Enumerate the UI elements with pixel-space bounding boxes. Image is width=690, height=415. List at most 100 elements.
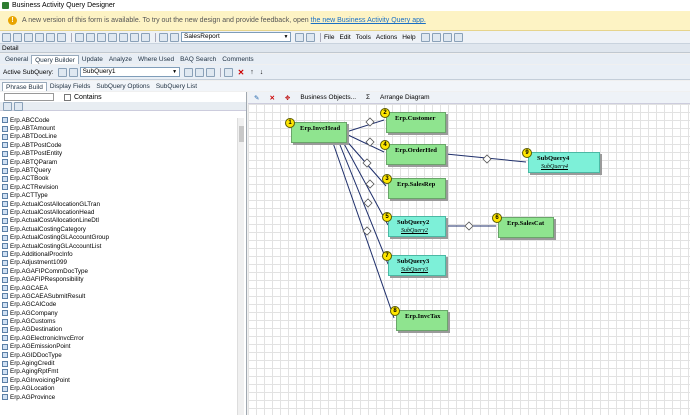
table-list-item[interactable]: Erp.ActualCostAllocationHead <box>2 208 236 216</box>
vertical-scrollbar[interactable] <box>237 118 244 415</box>
table-list-item[interactable]: Erp.Adjustment1099 <box>2 259 236 267</box>
link-icon[interactable]: ✎ <box>254 94 260 102</box>
table-list-item[interactable]: Erp.AdditionalProcInfo <box>2 250 236 258</box>
business-objects-button[interactable]: Business Objects... <box>300 94 356 101</box>
undo-icon[interactable] <box>97 32 106 42</box>
contains-checkbox[interactable] <box>64 93 71 101</box>
forward-icon[interactable] <box>431 32 441 42</box>
table-list-item[interactable]: Erp.ABTPostEntity <box>2 150 236 158</box>
tab-update[interactable]: Update <box>81 56 103 63</box>
table-node[interactable]: Erp.SalesRep <box>388 178 446 199</box>
options-icon[interactable] <box>453 32 463 42</box>
table-filter-input[interactable] <box>4 93 54 101</box>
save-icon[interactable] <box>13 32 22 42</box>
sum-icon[interactable]: Σ <box>366 94 371 101</box>
next-subquery-icon[interactable] <box>183 67 193 77</box>
menu-help[interactable]: Help <box>402 33 416 41</box>
table-list-item[interactable]: Erp.ABCCode <box>2 116 236 124</box>
table-list-item[interactable]: Erp.ACTBook <box>2 175 236 183</box>
table-list-item[interactable]: Erp.ACTType <box>2 192 236 200</box>
move-icon[interactable]: ✥ <box>284 94 291 102</box>
menu-edit[interactable]: Edit <box>339 33 351 41</box>
next-record-icon[interactable] <box>295 32 304 42</box>
tab-display-fields[interactable]: Display Fields <box>49 83 91 90</box>
table-list-item[interactable]: Erp.AGProvince <box>2 393 236 401</box>
tab-where-used[interactable]: Where Used <box>137 56 175 63</box>
delete-subquery-icon[interactable]: ✕ <box>237 67 245 77</box>
menu-tools[interactable]: Tools <box>355 33 371 41</box>
print-icon[interactable] <box>119 32 128 42</box>
table-node[interactable]: Erp.OrderHed <box>386 144 446 165</box>
table-list-item[interactable]: Erp.AGAFIPCommDocType <box>2 267 236 275</box>
query-select[interactable]: SalesReport ▼ <box>181 32 291 42</box>
move-up-icon[interactable]: ↑ <box>250 68 254 76</box>
node-subquery-link[interactable]: SubQuery3 <box>401 267 428 273</box>
table-list-item[interactable]: Erp.ActualCostAllocationLineDtl <box>2 217 236 225</box>
tab-analyze[interactable]: Analyze <box>108 56 132 63</box>
tab-subquery-options[interactable]: SubQuery Options <box>96 83 150 90</box>
last-record-icon[interactable] <box>306 32 315 42</box>
tab-phrase-build[interactable]: Phrase Build <box>2 82 47 91</box>
table-list-item[interactable]: Erp.AGInvoicingPoint <box>2 376 236 384</box>
table-list-item[interactable]: Erp.AGCAEA <box>2 284 236 292</box>
table-list-item[interactable]: Erp.AGCAEASubmitResult <box>2 292 236 300</box>
table-list-item[interactable]: Erp.ACTRevision <box>2 183 236 191</box>
delete-icon[interactable]: ✕ <box>269 94 275 102</box>
copy-icon[interactable] <box>46 32 55 42</box>
last-subquery-icon[interactable] <box>194 67 204 77</box>
table-node[interactable]: Erp.Customer <box>386 112 446 133</box>
table-node[interactable]: Erp.InvcHead <box>291 122 347 143</box>
subquery-select[interactable]: SubQuery1 ▼ <box>79 67 180 77</box>
attach-icon[interactable] <box>108 32 117 42</box>
help-icon[interactable] <box>141 32 150 42</box>
paste-icon[interactable] <box>57 32 66 42</box>
home-icon[interactable] <box>442 32 452 42</box>
new-icon[interactable] <box>2 32 11 42</box>
new-subquery-icon[interactable] <box>223 67 233 77</box>
table-list-item[interactable]: Erp.ABTDocLine <box>2 133 236 141</box>
table-list-item[interactable]: Erp.ABTAmount <box>2 124 236 132</box>
list-view-icon[interactable] <box>14 101 23 111</box>
menu-file[interactable]: File <box>324 33 335 41</box>
node-subquery-link[interactable]: SubQuery4 <box>541 164 568 170</box>
tab-subquery-list[interactable]: SubQuery List <box>155 83 197 90</box>
new-app-link[interactable]: the new Business Activity Query app. <box>310 17 426 24</box>
table-list-item[interactable]: Erp.ActualCostAllocationGLTran <box>2 200 236 208</box>
table-list-item[interactable]: Erp.AgingCredit <box>2 359 236 367</box>
node-subquery-link[interactable]: SubQuery2 <box>401 228 428 234</box>
arrange-diagram-button[interactable]: Arrange Diagram <box>380 94 430 101</box>
table-list-item[interactable]: Erp.AgingRptFmt <box>2 368 236 376</box>
refresh-icon[interactable] <box>75 32 84 42</box>
tab-general[interactable]: General <box>5 56 29 63</box>
table-list-item[interactable]: Erp.AGAFIPResponsibility <box>2 275 236 283</box>
delete-icon[interactable] <box>24 32 33 42</box>
table-list-item[interactable]: Erp.ActualCostingGLAccountGroup <box>2 233 236 241</box>
scrollbar-thumb[interactable] <box>239 126 244 142</box>
move-down-icon[interactable]: ↓ <box>259 68 264 76</box>
table-list-item[interactable]: Erp.AGCustoms <box>2 317 236 325</box>
table-node[interactable]: Erp.SalesCat <box>498 217 554 238</box>
first-record-icon[interactable] <box>159 32 168 42</box>
table-list-item[interactable]: Erp.AGEmissionPoint <box>2 343 236 351</box>
tab-query-builder[interactable]: Query Builder <box>31 55 79 64</box>
table-list-item[interactable]: Erp.ABTQuery <box>2 166 236 174</box>
table-list-item[interactable]: Erp.AGIDDocType <box>2 351 236 359</box>
tab-comments[interactable]: Comments <box>222 56 254 63</box>
table-list-item[interactable]: Erp.AGLocation <box>2 385 236 393</box>
subquery-menu-icon[interactable] <box>205 67 215 77</box>
first-subquery-icon[interactable] <box>57 67 67 77</box>
menu-actions[interactable]: Actions <box>375 33 398 41</box>
table-list-item[interactable]: Erp.AGElectronicInvcError <box>2 334 236 342</box>
table-list-item[interactable]: Erp.ActualCostingCategory <box>2 225 236 233</box>
prev-subquery-icon[interactable] <box>68 67 78 77</box>
table-list-item[interactable]: Erp.ABTPostCode <box>2 141 236 149</box>
clear-icon[interactable] <box>86 32 95 42</box>
search-icon[interactable] <box>3 101 12 111</box>
table-list-item[interactable]: Erp.AGCompany <box>2 309 236 317</box>
table-list-item[interactable]: Erp.AGDestination <box>2 326 236 334</box>
cut-icon[interactable] <box>35 32 44 42</box>
table-list-item[interactable]: Erp.ABTQParam <box>2 158 236 166</box>
